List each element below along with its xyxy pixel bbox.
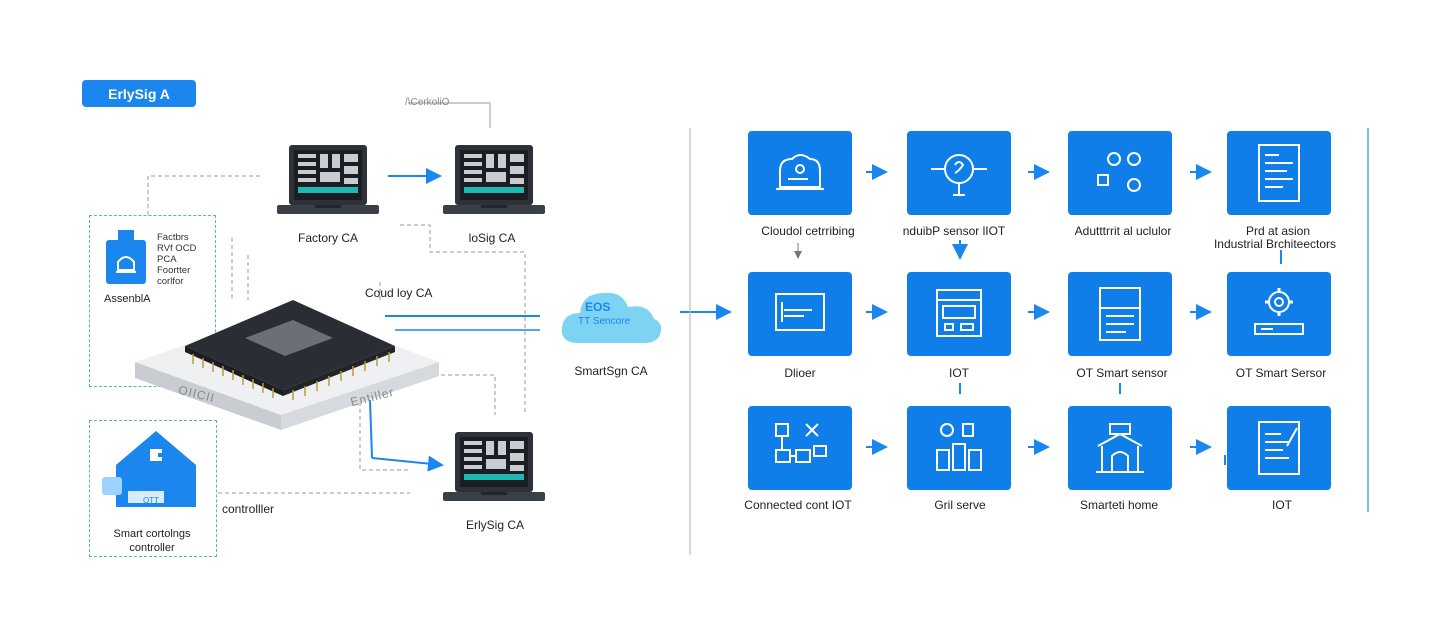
tile-label: Smarteti home	[1079, 498, 1159, 512]
assembly-text: Factbrs RVf OCD PCA Foortter corlfor	[157, 232, 196, 287]
assembly-device-icon	[104, 228, 148, 291]
home-label-line1: Smart cortolngs	[113, 528, 191, 540]
laptop-factory	[275, 143, 381, 221]
tile-home[interactable]	[1068, 406, 1172, 490]
tile-label: Dlioer	[784, 366, 816, 380]
tile-label: Industrial Brchiteectors	[1213, 237, 1337, 251]
network-icon	[775, 423, 827, 463]
laptop-losig	[441, 143, 547, 221]
cloud-label: SmartSgn CA	[574, 364, 648, 378]
smart-home-icon	[98, 425, 198, 515]
monitor-icon	[775, 293, 825, 331]
grid-icon	[936, 423, 982, 471]
tile-label: nduibP sensor lIOT	[902, 224, 1006, 238]
tile-cloud-display[interactable]	[748, 131, 852, 215]
tile-label: IOT	[1272, 498, 1292, 512]
laptop-erlysig	[441, 430, 547, 508]
tile-label: IOT	[949, 366, 969, 380]
tile-grid[interactable]	[907, 406, 1011, 490]
tile-bulb-sensor[interactable]	[907, 131, 1011, 215]
report-icon	[1258, 421, 1300, 475]
tile-label: OT Smart Sersor	[1235, 366, 1327, 380]
tile-label: Prd at asion	[1245, 224, 1311, 238]
tile-control-panel[interactable]	[907, 272, 1011, 356]
document-icon	[1099, 287, 1141, 341]
assembly-line: Foortter	[157, 265, 191, 276]
assembly-label: AssenblA	[104, 293, 151, 305]
cloud-text-top: EOS	[585, 300, 611, 314]
controller-label: controlller	[222, 502, 275, 516]
home-icon	[1096, 423, 1144, 473]
cloud-display-icon	[776, 154, 824, 190]
tile-document[interactable]	[1068, 272, 1172, 356]
tile-gear-server[interactable]	[1227, 272, 1331, 356]
tile-document-list[interactable]	[1227, 131, 1331, 215]
laptop-losig-label: loSig CA	[468, 231, 516, 245]
assembly-line: Factbrs	[157, 232, 189, 243]
tile-label: Adutttrrit al uclulor	[1074, 224, 1172, 238]
assembly-line: RVf OCD	[157, 243, 197, 254]
tile-label: Connected cont IOT	[744, 498, 852, 512]
laptop-erlysig-label: ErlySig CA	[465, 518, 525, 532]
home-label-line2: controller	[129, 542, 175, 554]
tile-label: OT Smart sensor	[1076, 366, 1168, 380]
laptop-factory-label: Factory CA	[297, 231, 359, 245]
assembly-line: corlfor	[157, 276, 184, 287]
tile-report[interactable]	[1227, 406, 1331, 490]
tile-label: Gril serve	[934, 498, 986, 512]
assembly-group	[89, 215, 216, 387]
tile-monitor[interactable]	[748, 272, 852, 356]
tile-network[interactable]	[748, 406, 852, 490]
processor-chip-icon	[133, 290, 443, 440]
control-panel-icon	[936, 289, 982, 337]
home-group	[89, 420, 217, 557]
document-list-icon	[1258, 144, 1300, 202]
tile-label: Cloudol cetrribing	[761, 224, 855, 238]
tile-gears[interactable]	[1068, 131, 1172, 215]
title-badge: ErlySig A	[82, 80, 196, 107]
cloud-link-label: Coud loy CA	[365, 286, 433, 300]
bulb-sensor-icon	[931, 154, 987, 196]
gear-server-icon	[1254, 288, 1304, 335]
cloud-text-bottom: TT Sencore	[578, 316, 631, 327]
assembly-line: PCA	[157, 254, 177, 265]
gears-icon	[1097, 152, 1141, 192]
top-note: /\CerkoliO	[405, 97, 450, 108]
home-screen-text: OTT	[143, 496, 159, 505]
cloud-icon	[558, 283, 664, 352]
